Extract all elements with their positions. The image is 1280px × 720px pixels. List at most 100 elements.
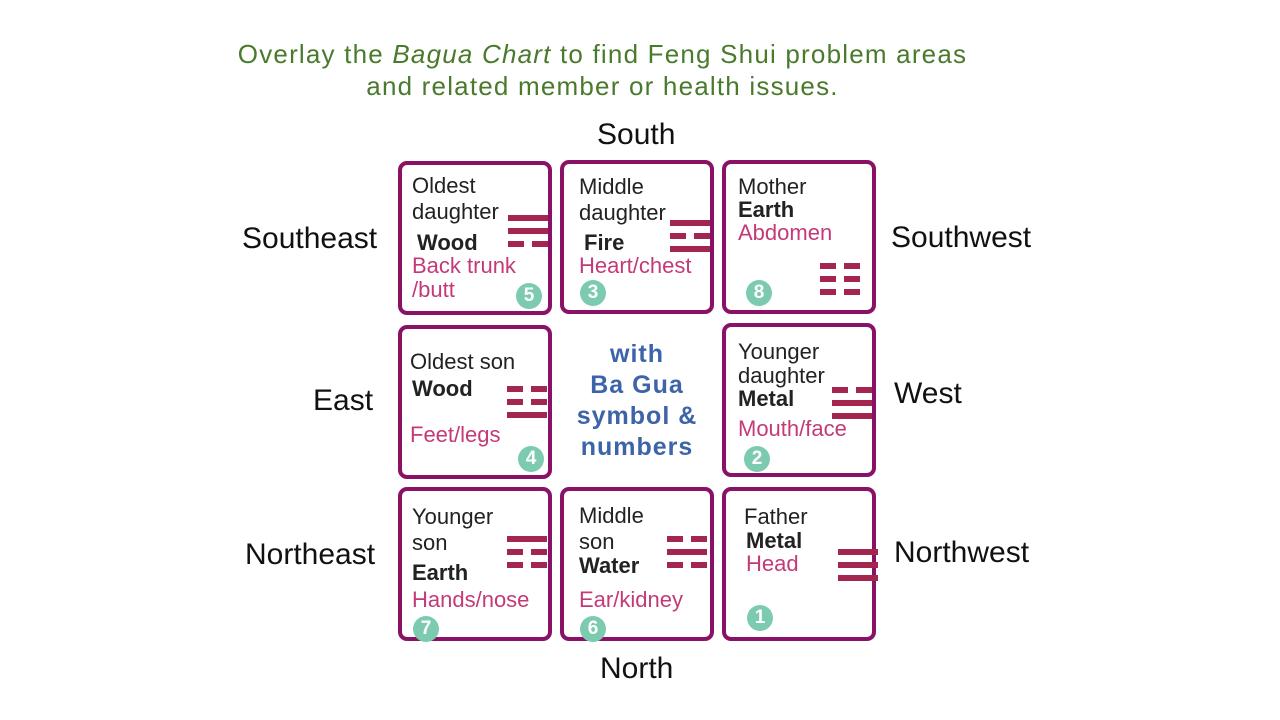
cell-west: Younger daughter Metal Mouth/face 2	[722, 323, 876, 477]
trigram-broken-line	[844, 263, 860, 269]
trigram-solid-line	[670, 246, 710, 252]
number-badge: 8	[746, 280, 772, 306]
trigram-broken-line	[507, 386, 523, 392]
member-label: Middle	[579, 174, 644, 199]
member-label: Father	[744, 504, 808, 529]
member-label: Younger	[412, 504, 494, 529]
trigram-solid-line	[838, 549, 878, 555]
member-label: Middle	[579, 503, 644, 528]
trigram-broken-line	[507, 562, 523, 568]
trigram-solid-line	[670, 220, 710, 226]
trigram-icon	[832, 387, 872, 419]
body-part-label: Feet/legs	[410, 422, 501, 447]
number-badge: 7	[413, 616, 439, 642]
member-label: son	[412, 530, 448, 555]
trigram-broken-line	[844, 289, 860, 295]
center-label: with Ba Gua symbol & numbers	[562, 339, 712, 463]
chart-title: Overlay the Bagua Chart to find Feng Shu…	[0, 38, 1205, 102]
title-italic: Bagua Chart	[392, 39, 552, 69]
cell-north: Middle son Water Ear/kidney 6	[560, 487, 714, 642]
title-line-2: and related member or health issues.	[366, 71, 839, 101]
body-part-label: Ear/kidney	[579, 587, 683, 612]
trigram-broken-line	[508, 241, 524, 247]
trigram-icon	[838, 549, 878, 581]
trigram-broken-line	[507, 399, 523, 405]
direction-east: East	[313, 384, 374, 417]
trigram-solid-line	[832, 413, 872, 419]
direction-north: North	[600, 652, 674, 685]
trigram-icon	[820, 263, 860, 295]
direction-southeast: Southeast	[242, 222, 378, 255]
direction-south: South	[597, 118, 676, 151]
member-label: son	[579, 529, 615, 554]
trigram-solid-line	[667, 549, 707, 555]
trigram-solid-line	[507, 412, 547, 418]
trigram-broken-line	[844, 276, 860, 282]
trigram-broken-line	[820, 289, 836, 295]
trigram-broken-line	[670, 233, 686, 239]
member-label: Oldest	[412, 173, 476, 198]
member-label: Mother	[738, 174, 807, 199]
trigram-icon	[670, 220, 710, 252]
cell-southeast: Oldest daughter Wood Back trunk /butt 5	[398, 161, 552, 315]
direction-northeast: Northeast	[245, 538, 376, 571]
trigram-solid-line	[507, 536, 547, 542]
trigram-broken-line	[694, 233, 710, 239]
trigram-icon	[507, 536, 547, 568]
trigram-broken-line	[691, 536, 707, 542]
number-badge: 5	[516, 283, 542, 309]
trigram-broken-line	[667, 562, 683, 568]
direction-southwest: Southwest	[891, 221, 1032, 254]
trigram-broken-line	[667, 536, 683, 542]
trigram-broken-line	[507, 549, 523, 555]
element-label: Metal	[746, 528, 803, 553]
number-badge: 3	[580, 280, 606, 306]
trigram-solid-line	[832, 400, 872, 406]
trigram-solid-line	[838, 562, 878, 568]
center-label-line: with	[610, 340, 664, 368]
trigram-broken-line	[531, 549, 547, 555]
body-part-label: Mouth/face	[738, 416, 847, 441]
element-label: Metal	[738, 386, 795, 411]
trigram-solid-line	[508, 228, 548, 234]
element-label: Water	[579, 553, 640, 578]
center-label-line: Ba Gua	[590, 371, 684, 399]
cell-northwest: Father Metal Head 1	[722, 487, 878, 641]
trigram-broken-line	[820, 276, 836, 282]
trigram-broken-line	[691, 562, 707, 568]
title-text: Overlay the	[237, 39, 384, 69]
trigram-broken-line	[532, 241, 548, 247]
element-label: Wood	[417, 230, 478, 255]
member-label: daughter	[738, 363, 825, 388]
trigram-icon	[507, 386, 547, 418]
number-badge: 2	[744, 446, 770, 472]
trigram-icon	[508, 215, 548, 247]
trigram-broken-line	[820, 263, 836, 269]
trigram-broken-line	[832, 387, 848, 393]
body-part-label: Head	[746, 551, 799, 576]
element-label: Earth	[412, 560, 469, 585]
cell-south: Middle daughter Fire Heart/chest 3	[560, 160, 714, 314]
element-label: Wood	[412, 376, 473, 401]
body-part-label: /butt	[412, 277, 455, 302]
number-badge: 1	[747, 605, 773, 631]
trigram-solid-line	[838, 575, 878, 581]
trigram-icon	[667, 536, 707, 568]
number-badge: 6	[580, 616, 606, 642]
direction-northwest: Northwest	[894, 536, 1030, 569]
member-label: Oldest son	[410, 349, 516, 374]
cell-southwest: Mother Earth Abdomen 8	[722, 160, 876, 314]
element-label: Fire	[584, 230, 625, 255]
cell-northeast: Younger son Earth Hands/nose 7	[398, 487, 552, 642]
title-text: to find Feng Shui problem areas	[560, 39, 968, 69]
center-label-line: numbers	[580, 433, 694, 461]
cell-east: Oldest son Wood Feet/legs 4	[398, 325, 552, 479]
center-label-line: symbol &	[576, 402, 698, 430]
body-part-label: Abdomen	[738, 220, 833, 245]
trigram-broken-line	[531, 399, 547, 405]
direction-west: West	[894, 377, 962, 410]
element-label: Earth	[738, 197, 795, 222]
number-badge: 4	[518, 446, 544, 472]
trigram-solid-line	[508, 215, 548, 221]
body-part-label: Back trunk	[412, 253, 516, 278]
